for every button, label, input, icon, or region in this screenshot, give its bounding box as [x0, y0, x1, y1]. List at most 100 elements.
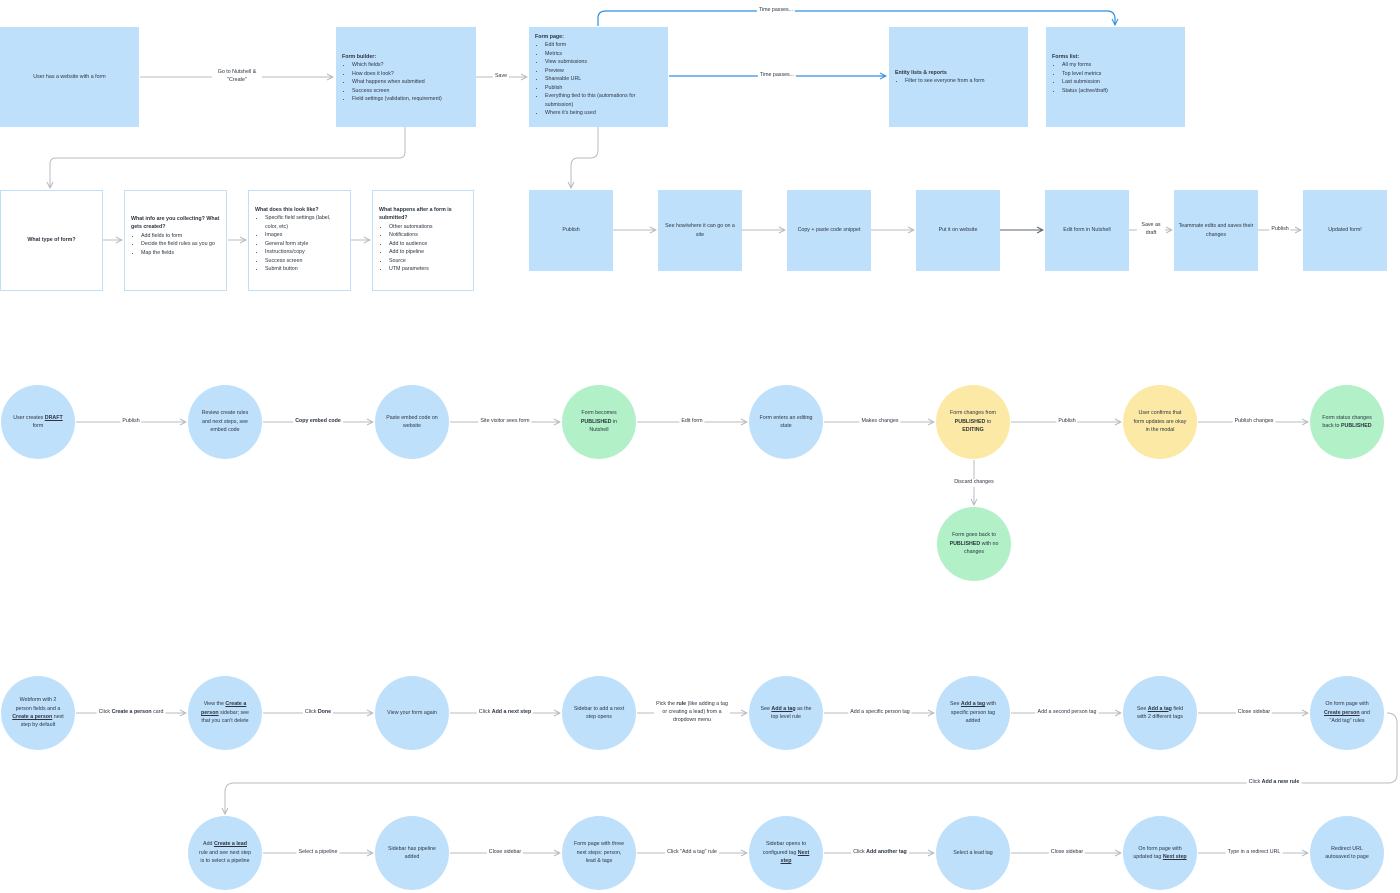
node-select-lead-tag[interactable]: Select a lead tag	[936, 816, 1010, 890]
node-form-published[interactable]: Form becomes PUBLISHED in Nutshell	[562, 385, 636, 459]
node-copy-paste[interactable]: Copy + paste code snippet	[787, 190, 871, 271]
node-editing-state[interactable]: Form enters an editing state	[749, 385, 823, 459]
edge-label-discard: Discard changes	[952, 479, 996, 487]
edge-label: Edit form	[679, 418, 705, 426]
state-tag: PUBLISHED	[949, 540, 981, 547]
node-user-creates-draft[interactable]: User creates DRAFT form	[1, 385, 75, 459]
node-form-page-rules[interactable]: On form page with Create person and "Add…	[1310, 676, 1384, 750]
node-form-builder[interactable]: Form builder: Which fields? How does it …	[336, 27, 476, 127]
node-look-like[interactable]: What does this look like? Specific field…	[248, 190, 351, 291]
node-label: See Add a tag with specific person tag a…	[946, 700, 1000, 725]
node-review-rules[interactable]: Review create rules and next steps, see …	[188, 385, 262, 459]
node-title: What info are you collecting? What gets …	[131, 216, 220, 231]
edge-label-time-passes-mid: Time passes...	[757, 72, 797, 80]
node-create-lead[interactable]: Add Create a lead rule and see next step…	[188, 816, 262, 890]
node-label: Form changes from PUBLISHED to EDITING	[946, 409, 1000, 434]
edge-label-add-new-rule: Click Add a new rule	[1246, 779, 1302, 787]
list-item: Submit button	[265, 265, 344, 273]
node-what-type[interactable]: What type of form?	[0, 190, 103, 291]
list-item: Preview	[545, 67, 662, 75]
text-part: Add	[203, 841, 214, 848]
step-tag: Add a tag	[1147, 705, 1172, 712]
text-part: and "Add tag" rules	[1329, 709, 1370, 725]
node-label: See Add a tag as the top level rule	[759, 705, 813, 722]
edge-label: Close sidebar	[1048, 849, 1086, 857]
list-item: Which fields?	[352, 61, 470, 69]
text-part: to	[985, 418, 992, 425]
list-item: Add fields to form	[141, 232, 220, 240]
node-redirect-saved[interactable]: Redirect URL autosaved to page	[1310, 816, 1384, 890]
text-part: with no changes	[963, 540, 999, 556]
node-entity-lists[interactable]: Entity lists & reports Filter to see eve…	[889, 27, 1028, 127]
state-tag: PUBLISHED	[580, 418, 612, 425]
list-item: Notifications	[389, 231, 467, 239]
node-create-person-sidebar[interactable]: View the Create a person sidebar; see th…	[188, 676, 262, 750]
text-bold: Add a new rule	[1261, 779, 1300, 786]
list-item: General form style	[265, 240, 344, 248]
node-next-step-sidebar[interactable]: Sidebar to add a next step opens	[562, 676, 636, 750]
node-edit-form[interactable]: Edit form in Nutshell	[1045, 190, 1129, 271]
node-published-to-editing[interactable]: Form changes from PUBLISHED to EDITING	[936, 385, 1010, 459]
node-add-tag-top-rule[interactable]: See Add a tag as the top level rule	[749, 676, 823, 750]
node-no-changes[interactable]: Form goes back to PUBLISHED with no chan…	[937, 507, 1011, 581]
list-item: Map the fields	[141, 249, 220, 257]
node-updated-tag[interactable]: On form page with updated tag Next step	[1123, 816, 1197, 890]
node-put-on-site[interactable]: Put it on website	[916, 190, 1000, 271]
node-label: On form page with updated tag Next step	[1133, 845, 1187, 862]
edge-label: Makes changes	[859, 418, 901, 426]
list-item: How does it look?	[352, 70, 470, 78]
node-label: Form becomes PUBLISHED in Nutshell	[572, 409, 626, 434]
node-form-page[interactable]: Form page: Edit form Metrics View submis…	[529, 27, 668, 127]
entity-lists-list: Filter to see everyone from a form	[895, 77, 1022, 85]
text-part: with specific person tag added	[950, 701, 996, 725]
after-submit-list: Other automations Notifications Add to a…	[379, 223, 467, 274]
node-back-to-published[interactable]: Form status changes back to PUBLISHED	[1310, 385, 1384, 459]
node-label: See Add a tag field with 2 different tag…	[1133, 705, 1187, 722]
node-publish[interactable]: Publish	[529, 190, 613, 271]
arrow-formpage-to-publish	[571, 127, 599, 188]
node-label: Put it on website	[938, 227, 978, 234]
node-label: Redirect URL autosaved to page	[1325, 845, 1369, 860]
list-item: Images	[265, 231, 344, 239]
list-item: Edit form	[545, 41, 662, 49]
node-label: Sidebar to add a next step opens	[573, 705, 625, 720]
node-collecting[interactable]: What info are you collecting? What gets …	[124, 190, 227, 291]
step-tag: Create a person	[201, 701, 247, 716]
node-label: Updated form!	[1328, 227, 1362, 234]
node-see-how[interactable]: See how/where it can go on a site	[658, 190, 742, 271]
node-label: Select a lead tag	[953, 849, 993, 856]
node-person-tag-added[interactable]: See Add a tag with specific person tag a…	[936, 676, 1010, 750]
list-item: Status (active/draft)	[1062, 87, 1179, 95]
edge-label-save: Save	[492, 73, 510, 81]
state-tag: PUBLISHED	[1340, 423, 1372, 429]
text-part: in Nutshell	[589, 418, 618, 434]
node-configured-tag[interactable]: Sidebar opens to configured tag Next ste…	[749, 816, 823, 890]
step-tag: Next step	[780, 849, 810, 865]
node-user-confirms[interactable]: User confirms that form updates are okay…	[1123, 385, 1197, 459]
text-part: User creates	[13, 414, 45, 421]
node-view-form-again[interactable]: View your form again	[375, 676, 449, 750]
list-item: Instructions/copy	[265, 248, 344, 256]
text-part: field with 2 different tags	[1137, 705, 1184, 720]
node-updated-form[interactable]: Updated form!	[1303, 190, 1387, 271]
node-label: Review create rules and next steps, see …	[201, 410, 249, 434]
node-title: Form page:	[535, 34, 564, 40]
node-label: Form goes back to PUBLISHED with no chan…	[947, 531, 1001, 556]
text-part: card	[151, 709, 164, 716]
node-pipeline-added[interactable]: Sidebar has pipeline added	[375, 816, 449, 890]
node-label: See how/where it can go on a site	[665, 223, 735, 238]
step-tag: Create person	[1324, 709, 1360, 716]
node-paste-embed[interactable]: Paste embed code on website	[375, 385, 449, 459]
node-teammate[interactable]: Teammate edits and saves their changes	[1174, 190, 1258, 271]
node-after-submit[interactable]: What happens after a form is submitted? …	[372, 190, 474, 291]
edge-label: Publish	[1056, 418, 1078, 426]
node-forms-list[interactable]: Forms list: All my forms Top level metri…	[1046, 27, 1185, 127]
node-two-tags[interactable]: See Add a tag field with 2 different tag…	[1123, 676, 1197, 750]
node-user-has-website[interactable]: User has a website with a form	[0, 27, 139, 127]
text-bold: Done	[317, 709, 332, 716]
node-three-steps[interactable]: Form page with three next steps: person,…	[562, 816, 636, 890]
node-webform-default[interactable]: Webform with 2 person fields and a Creat…	[1, 676, 75, 750]
text-part: (like adding a tag or creating a lead) f…	[662, 701, 728, 723]
list-item: What happens when submitted	[352, 78, 470, 86]
edge-label: Copy embed code	[293, 418, 343, 426]
